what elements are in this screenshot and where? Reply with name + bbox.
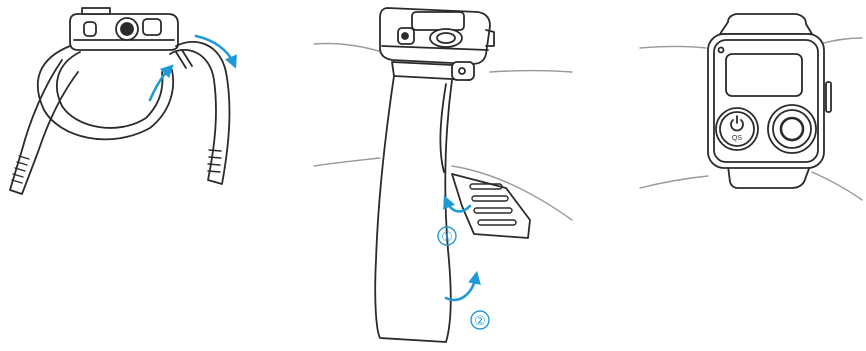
- watch-case-front: [708, 34, 831, 168]
- panel-strap-wrapping: [314, 8, 572, 342]
- qs-power-button[interactable]: [716, 108, 758, 150]
- strap-hanging: [375, 76, 452, 342]
- strap-loop: [10, 42, 229, 194]
- watch-body-angled: [380, 8, 494, 80]
- panel-watch-worn: [640, 14, 862, 200]
- shutter-button[interactable]: [768, 105, 816, 153]
- qs-button-label: QS: [732, 135, 742, 142]
- strap-end-with-holes: [452, 174, 530, 238]
- watch-body-side-view: [70, 8, 178, 50]
- strap-bottom-band: [728, 166, 810, 188]
- strap-top-band: [720, 14, 812, 34]
- step-2-label: ②: [474, 313, 486, 328]
- strap-holes-left: [12, 156, 29, 183]
- panel-strap-threading: [10, 8, 234, 194]
- step-1-label: ①: [441, 229, 453, 244]
